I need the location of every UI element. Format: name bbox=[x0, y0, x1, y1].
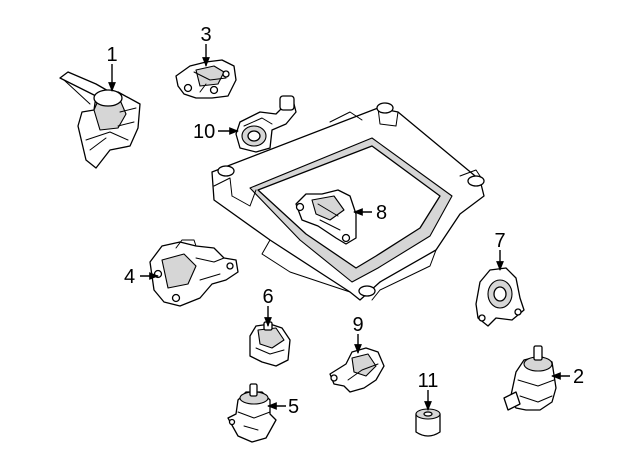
callout-labels: 1 3 10 8 4 6 5 9 7 2 11 bbox=[106, 24, 584, 418]
part-4-transmission-mount bbox=[149, 239, 239, 307]
callout-11: 11 bbox=[418, 370, 439, 392]
part-5-engine-mount bbox=[227, 383, 277, 443]
callout-4: 4 bbox=[124, 266, 135, 288]
callout-7: 7 bbox=[494, 230, 505, 252]
callout-6: 6 bbox=[262, 286, 273, 308]
callout-3: 3 bbox=[200, 24, 211, 46]
callout-9: 9 bbox=[352, 314, 363, 336]
callout-2: 2 bbox=[573, 366, 584, 388]
part-3-mount-bracket bbox=[175, 59, 237, 99]
callout-10: 10 bbox=[193, 121, 215, 143]
callout-5: 5 bbox=[288, 396, 299, 418]
part-7-round-mount bbox=[475, 267, 525, 327]
part-2-cylindrical-mount bbox=[503, 345, 557, 411]
callout-1: 1 bbox=[106, 44, 117, 66]
part-6-mount bbox=[249, 321, 291, 367]
part-9-mount-bracket bbox=[329, 347, 385, 393]
part-11-bushing bbox=[415, 408, 441, 437]
callout-8: 8 bbox=[376, 202, 387, 224]
part-1-engine-mount-bracket bbox=[59, 71, 141, 169]
callout-leaders bbox=[108, 44, 570, 411]
part-10-torque-rod bbox=[235, 95, 297, 153]
part-8-mount-bracket bbox=[295, 189, 357, 245]
